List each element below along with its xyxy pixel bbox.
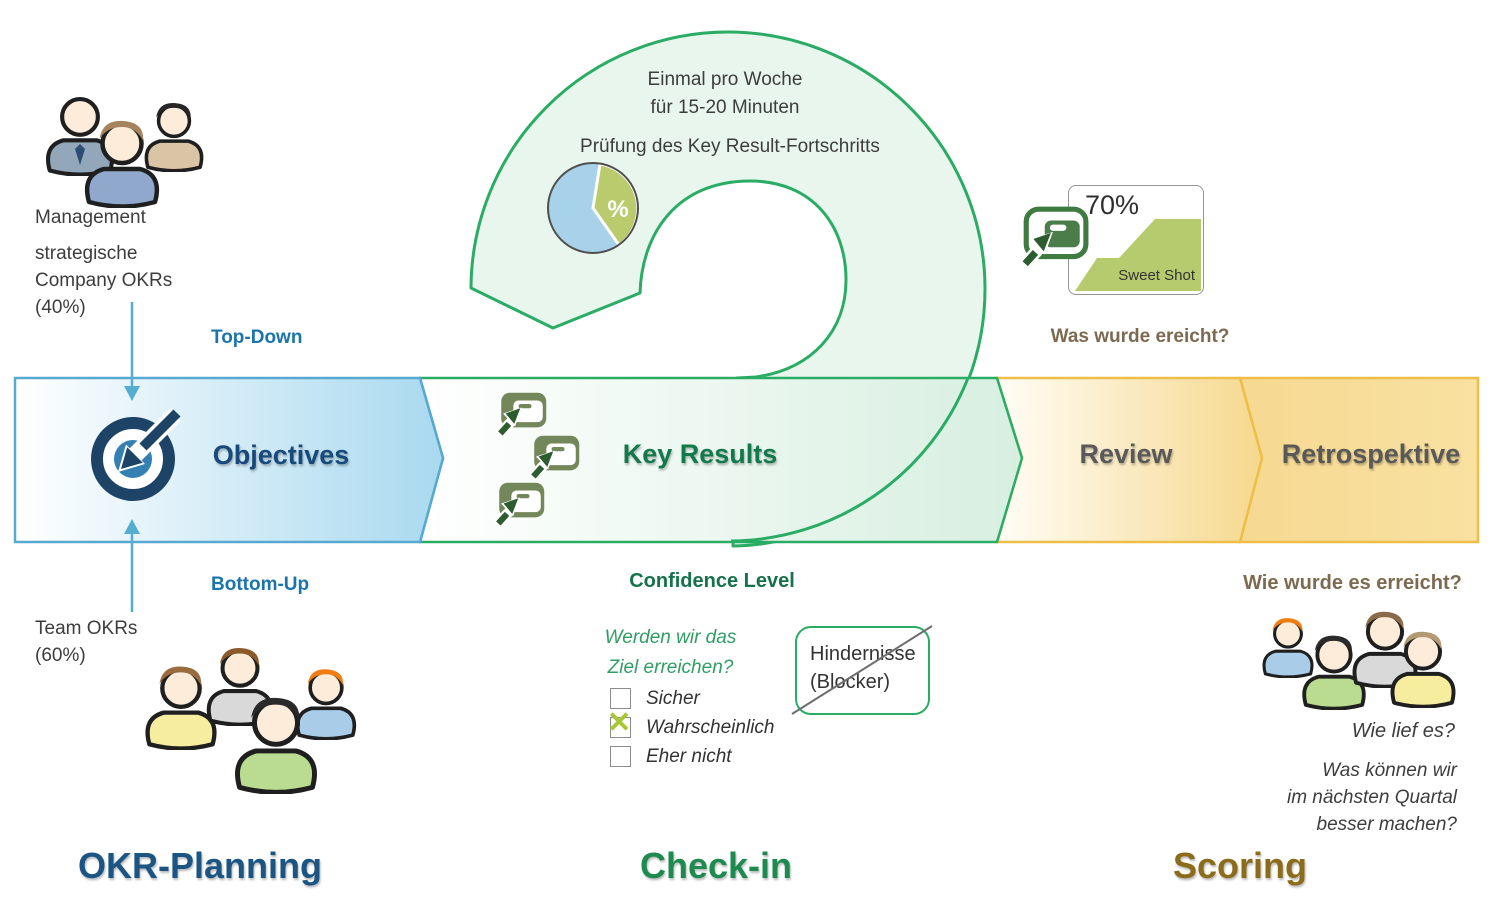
loop-tail-arc — [730, 377, 970, 543]
confidence-question-line: Werden wir das — [604, 627, 737, 648]
checkbox[interactable] — [610, 746, 631, 767]
loop-text-line: für 15-20 Minuten — [650, 97, 800, 118]
checkbox-check-mark: ✕ — [607, 707, 632, 739]
bottom-up-arrow — [124, 519, 140, 612]
improvement-question-line: besser machen? — [1316, 814, 1457, 835]
section-title-okr-planning: OKR-Planning — [78, 845, 322, 886]
score-label: Sweet Shot — [1118, 267, 1195, 284]
improvement-question: Was können wir im nächsten Quartal besse… — [1235, 757, 1457, 838]
blocker-label: Hindernisse (Blocker) — [810, 640, 916, 696]
score-value: 70% — [1085, 190, 1140, 220]
key-result-card-icon — [1018, 206, 1090, 268]
stage-label-retrospektive: Retrospektive — [1281, 439, 1461, 469]
checkbox-checked[interactable]: ✕ — [607, 709, 631, 738]
management-label: Management — [35, 207, 146, 228]
score-area-chart — [1075, 219, 1201, 291]
confidence-level-title: Confidence Level — [629, 570, 795, 592]
team-okrs-line: (60%) — [35, 645, 86, 666]
score-card: 70% Sweet Shot — [1068, 185, 1204, 295]
improvement-question-line: Was können wir — [1322, 760, 1457, 781]
loop-schedule-text: Einmal pro Woche für 15-20 Minuten — [540, 66, 910, 122]
section-title-check-in: Check-in — [640, 845, 793, 886]
how-achieved-question: Wie wurde es erreicht? — [1243, 572, 1462, 594]
checkbox-label: Wahrscheinlich — [646, 716, 775, 738]
top-down-label: Top-Down — [211, 327, 303, 348]
blocker-line: Hindernisse — [810, 643, 916, 665]
stage-label-review: Review — [1079, 439, 1173, 469]
team-okrs-line: Team OKRs — [35, 618, 138, 639]
blocker-line: (Blocker) — [810, 671, 891, 693]
retro-team-figures — [1262, 609, 1456, 710]
confidence-option-eher-nicht: Eher nicht — [610, 742, 774, 771]
bottom-up-label: Bottom-Up — [211, 574, 310, 595]
confidence-options: Sicher ✕ Wahrscheinlich Eher nicht — [607, 684, 775, 771]
reflection-question: Wie lief es? — [1351, 720, 1455, 742]
team-figures — [135, 640, 357, 800]
target-icon — [91, 408, 182, 501]
team-okrs-label: Team OKRs (60%) — [35, 615, 137, 669]
top-down-arrow — [124, 302, 140, 401]
company-okrs-label: strategische Company OKRs (40%) — [35, 240, 172, 321]
section-title-scoring: Scoring — [1173, 845, 1308, 886]
management-figures — [28, 88, 204, 213]
strike-through-line — [791, 625, 933, 715]
confidence-question-line: Ziel erreichen? — [607, 657, 734, 678]
achieved-question: Was wurde ereicht? — [1050, 326, 1230, 347]
pie-chart-icon: % — [547, 162, 640, 254]
improvement-question-line: im nächsten Quartal — [1286, 787, 1457, 808]
checkbox-label: Eher nicht — [646, 745, 732, 767]
checkbox[interactable] — [610, 688, 631, 709]
stage-label-key-results: Key Results — [622, 439, 778, 469]
company-okrs-line: (40%) — [35, 297, 86, 318]
confidence-option-wahrscheinlich: ✕ Wahrscheinlich — [607, 709, 775, 742]
loop-text-line: Einmal pro Woche — [647, 69, 803, 90]
confidence-question: Werden wir das Ziel erreichen? — [578, 623, 763, 683]
checkbox-label: Sicher — [646, 687, 700, 709]
confidence-option-sicher: Sicher — [610, 684, 774, 713]
stage-label-objectives: Objectives — [212, 440, 350, 470]
company-okrs-line: Company OKRs — [35, 270, 173, 291]
company-okrs-line: strategische — [35, 243, 138, 264]
blocker-box: Hindernisse (Blocker) — [795, 626, 930, 715]
loop-purpose-text: Prüfung des Key Result-Fortschritts — [580, 136, 880, 157]
svg-text:%: % — [607, 196, 628, 223]
